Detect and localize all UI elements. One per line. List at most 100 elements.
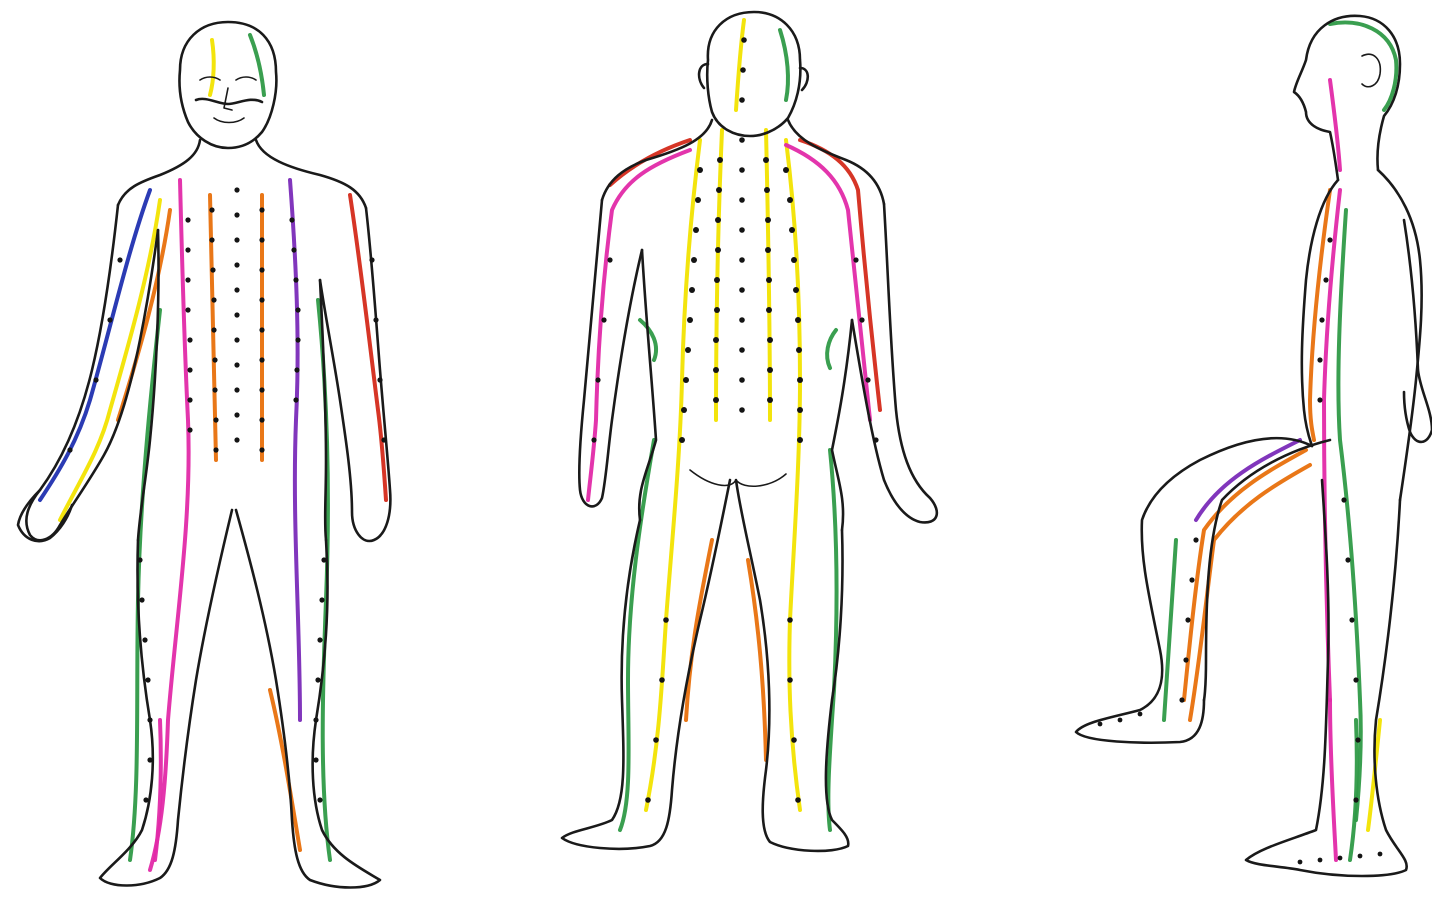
- acupoint-dot: [377, 377, 382, 382]
- acupoint-dot: [317, 797, 322, 802]
- acupoint-dot: [1185, 617, 1190, 622]
- side-standing-leg: [1246, 480, 1407, 876]
- acupoint-dot: [797, 437, 803, 443]
- side-head: [1294, 16, 1400, 180]
- acupoint-dot: [381, 437, 386, 442]
- acupoint-dot: [259, 387, 264, 392]
- acupoint-dot: [93, 377, 98, 382]
- acupoint-dot: [212, 357, 217, 362]
- acupoint-dot: [234, 437, 239, 442]
- acupoint-dot: [763, 157, 769, 163]
- acupoint-dot: [145, 677, 150, 682]
- acupoint-dot: [741, 37, 747, 43]
- front-acupoints: [67, 187, 386, 802]
- acupoint-dot: [1349, 617, 1354, 622]
- acupoint-dot: [289, 217, 294, 222]
- acupoint-dot: [187, 337, 192, 342]
- acupoint-dot: [291, 247, 296, 252]
- acupoint-dot: [259, 327, 264, 332]
- acupoint-dot: [1355, 737, 1360, 742]
- front-meridian-purple-torso: [290, 180, 300, 720]
- acupoint-dot: [1327, 237, 1332, 242]
- acupoint-dot: [137, 557, 142, 562]
- acupoint-dot: [713, 367, 719, 373]
- acupoint-dot: [259, 297, 264, 302]
- acupoint-dot: [147, 757, 152, 762]
- side-meridian-orange-thigh-1: [1184, 450, 1306, 700]
- acupoint-dot: [1317, 397, 1322, 402]
- back-left-leg: [562, 480, 730, 849]
- back-meridian-green-head: [780, 30, 788, 100]
- acupoint-dot: [791, 737, 797, 743]
- acupoint-dot: [739, 317, 745, 323]
- acupoint-dot: [739, 377, 745, 383]
- back-left-arm: [579, 200, 642, 506]
- acupoint-dot: [1138, 712, 1143, 717]
- acupoint-dot: [234, 362, 239, 367]
- front-meridian-red-arm-right: [350, 195, 386, 500]
- side-raised-shin-back: [1204, 440, 1330, 700]
- back-meridian-green-hip-right: [828, 450, 836, 830]
- acupoint-dot: [1318, 858, 1323, 863]
- acupoint-dot: [739, 407, 745, 413]
- acupoint-dot: [373, 317, 378, 322]
- acupoint-dot: [797, 407, 803, 413]
- acupoint-dot: [295, 337, 300, 342]
- acupoint-dot: [142, 637, 147, 642]
- acupoint-dot: [853, 257, 858, 262]
- acupoint-dot: [740, 67, 746, 73]
- acupoint-dot: [259, 267, 264, 272]
- front-meridian-green-side-left: [130, 310, 160, 860]
- acupoint-dot: [259, 237, 264, 242]
- back-meridian-yellow-head: [736, 20, 744, 110]
- acupoint-dot: [321, 557, 326, 562]
- acupoint-dot: [739, 167, 745, 173]
- acupoint-dot: [859, 317, 864, 322]
- front-meridians: [40, 35, 386, 870]
- acupoint-dot: [1189, 577, 1194, 582]
- acupoint-dot: [766, 307, 772, 313]
- acupoint-dot: [1353, 677, 1358, 682]
- acupoint-dot: [1179, 697, 1184, 702]
- acupoint-dot: [319, 597, 324, 602]
- back-meridian-red-right-arm: [800, 140, 880, 410]
- side-figure: [1076, 16, 1432, 876]
- acupoint-dot: [595, 377, 600, 382]
- side-meridian-magenta-leg: [1330, 700, 1336, 860]
- acupoint-dot: [107, 317, 112, 322]
- acupoint-dot: [739, 347, 745, 353]
- acupoint-dot: [764, 187, 770, 193]
- acupoint-dot: [681, 407, 687, 413]
- acupoint-dot: [259, 447, 264, 452]
- acupoint-dot: [795, 317, 801, 323]
- back-meridian-yellow-inner-left: [716, 130, 722, 420]
- acupoint-dot: [693, 227, 699, 233]
- side-meridian-magenta-torso: [1324, 190, 1340, 700]
- acupoint-dot: [715, 247, 721, 253]
- acupoint-dot: [211, 297, 216, 302]
- acupoint-dot: [211, 327, 216, 332]
- front-right-arm: [320, 208, 390, 541]
- back-figure: [562, 12, 937, 851]
- acupoint-dot: [234, 387, 239, 392]
- acupoint-dot: [187, 427, 192, 432]
- acupoint-dot: [369, 257, 374, 262]
- acupoint-dot: [796, 347, 802, 353]
- acupoint-dot: [787, 677, 793, 683]
- acupoint-dot: [653, 737, 659, 743]
- acupoint-dot: [213, 417, 218, 422]
- acupoint-dot: [787, 617, 793, 623]
- acupoint-dot: [791, 257, 797, 263]
- acupoint-dot: [873, 437, 878, 442]
- front-meridian-magenta-leg: [155, 720, 161, 860]
- acupoint-dot: [789, 227, 795, 233]
- acupoint-dot: [797, 377, 803, 383]
- acupoint-dot: [259, 207, 264, 212]
- acupoint-dot: [767, 367, 773, 373]
- acupoint-dot: [295, 307, 300, 312]
- acupoint-dot: [117, 257, 122, 262]
- acupoint-dot: [1323, 277, 1328, 282]
- acupoint-dot: [591, 437, 596, 442]
- back-right-leg: [736, 480, 848, 851]
